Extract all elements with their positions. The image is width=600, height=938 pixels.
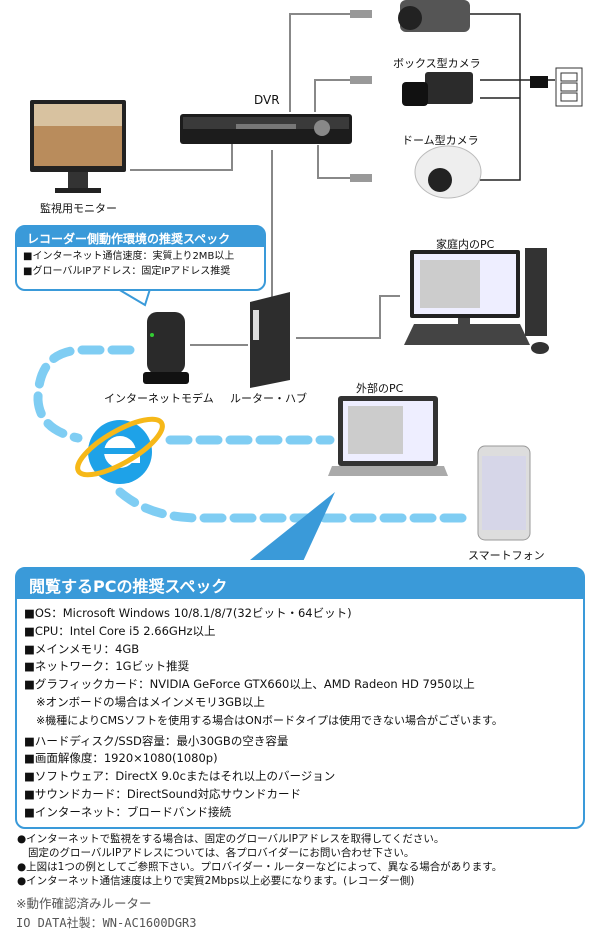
pc-spec-item: ■サウンドカード：DirectSound対応サウンドカード xyxy=(24,786,302,801)
note: ●インターネット通信速度は上りで実質2Mbps以上必要になります。(レコーダー側… xyxy=(17,875,415,887)
pc-spec-item: ■ネットワーク：1Gビット推奨 xyxy=(24,659,190,674)
notes: ●インターネットで監視をする場合は、固定のグローバルIPアドレスを取得してくださ… xyxy=(17,832,502,888)
laptop-icon xyxy=(328,396,448,476)
note: ●上図は1つの例としてご参照下さい。プロバイダー・ルーターなどによって、異なる場… xyxy=(17,861,503,873)
monitor-icon xyxy=(30,100,126,193)
pc-spec-item: ■ソフトウェア：DirectX 9.0cまたはそれ以上のバージョン xyxy=(24,769,336,784)
box-camera-icon xyxy=(350,72,473,106)
recorder-spec-item: ■インターネット通信速度：実質上り2MB以上 xyxy=(23,251,235,262)
dvr-label: DVR xyxy=(254,93,280,107)
cable-router-pc xyxy=(296,295,400,339)
pc-spec-item: ■OS：Microsoft Windows 10/8.1/8/7(32ビット・6… xyxy=(24,606,352,620)
dome-camera-label: ドーム型カメラ xyxy=(402,134,479,147)
modem-icon xyxy=(143,312,189,384)
dome-camera-icon xyxy=(350,145,482,199)
recorder-spec-callout: レコーダー側動作環境の推奨スペック ■インターネット通信速度：実質上り2MB以上… xyxy=(15,225,266,291)
power-outlet-icon xyxy=(530,67,583,107)
cable-dvr-dome-camera xyxy=(317,145,350,179)
dvr-icon xyxy=(180,114,352,144)
monitor-label: 監視用モニター xyxy=(40,202,117,215)
callout-pointer xyxy=(114,288,152,307)
cables xyxy=(130,13,555,346)
pc-spec-title: 閲覧するPCの推奨スペック xyxy=(17,569,583,599)
pc-spec-item: ■メインメモリ：4GB xyxy=(24,641,140,656)
recorder-spec-item: ■グローバルIPアドレス：固定IPアドレス推奨 xyxy=(23,266,231,277)
home-pc-label: 家庭内のPC xyxy=(436,238,495,251)
note: ●インターネットで監視をする場合は、固定のグローバルIPアドレスを取得してくださ… xyxy=(17,833,445,845)
note: 固定のグローバルIPアドレスについては、各プロバイダーにお問い合わせ下さい。 xyxy=(28,847,415,859)
spec-pointer xyxy=(250,492,335,560)
router-note-heading: ※動作確認済みルーター xyxy=(16,896,152,911)
pc-spec-item: ■インターネット：ブロードバンド接続 xyxy=(24,804,231,819)
cable-dvr-bullet-camera xyxy=(289,13,350,112)
pc-spec-note: ※オンボードの場合はメインメモリ3GB以上 xyxy=(36,694,265,709)
smartphone-icon xyxy=(477,445,531,541)
pc-spec-note: ※機種によりCMSソフトを使用する場合はONボードタイプは使用できない場合がござ… xyxy=(36,713,503,727)
cable-dvr-monitor xyxy=(130,140,233,171)
pc-spec-item: ■ハードディスク/SSD容量：最小30GBの空き容量 xyxy=(24,733,289,748)
pc-spec-item: ■グラフィックカード：NVIDIA GeForce GTX660以上、AMD R… xyxy=(24,677,475,692)
smartphone-label: スマートフォン xyxy=(468,549,545,562)
cable-dvr-box-camera xyxy=(314,79,350,112)
box-camera-label: ボックス型カメラ xyxy=(393,57,481,70)
external-pc-label: 外部のPC xyxy=(356,382,404,395)
modem-label: インターネットモデム xyxy=(104,392,214,405)
pc-spec-item: ■画面解像度：1920×1080(1080p) xyxy=(24,751,218,766)
internet-links xyxy=(33,345,475,523)
router-label: ルーター・ハブ xyxy=(230,392,307,405)
recorder-spec-title: レコーダー側動作環境の推奨スペック xyxy=(17,227,264,247)
router-icon xyxy=(250,292,290,388)
router-note-model: IO DATA社製：WN-AC1600DGR3 xyxy=(16,916,197,930)
pc-spec-box: 閲覧するPCの推奨スペック ■OS：Microsoft Windows 10/8… xyxy=(15,567,585,829)
internet-explorer-logo-icon xyxy=(75,416,165,484)
network-diagram xyxy=(30,0,583,560)
pc-spec-item: ■CPU：Intel Core i5 2.66GHz以上 xyxy=(24,623,216,638)
home-pc-icon xyxy=(404,248,549,354)
power-cables xyxy=(470,13,555,181)
bullet-camera-icon xyxy=(350,0,470,32)
